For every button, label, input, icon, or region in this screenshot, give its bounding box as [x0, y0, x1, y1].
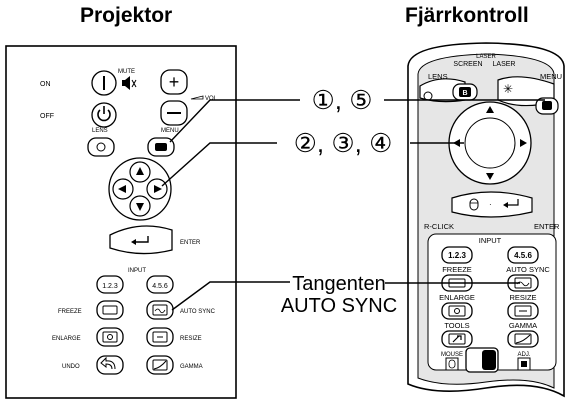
auto-sync-label: AUTO SYNC — [180, 309, 216, 315]
remote-gamma-button[interactable] — [507, 330, 539, 348]
freeze-icon — [102, 305, 118, 315]
remote-resize-label: RESIZE — [509, 293, 536, 302]
plus-icon: + — [169, 72, 180, 92]
callout-steps-1-5: ①, ⑤ — [311, 85, 372, 115]
remote-r-click-enter-bar[interactable] — [451, 191, 533, 218]
projector-dpad[interactable] — [108, 157, 172, 221]
off-label: OFF — [40, 113, 54, 120]
up-arrow-icon — [136, 167, 144, 175]
gamma-icon — [152, 359, 168, 371]
remote-up-arrow-icon — [486, 106, 494, 113]
callout-tangenten: Tangenten — [292, 273, 385, 295]
input-123-button[interactable] — [96, 275, 124, 294]
vol-label: VOL — [205, 96, 218, 102]
enlarge-button[interactable] — [96, 327, 124, 347]
undo-label: UNDO — [62, 364, 80, 370]
projector-panel: ON OFF MUTE + VOL LENS MENU — [5, 45, 237, 399]
lens-button[interactable] — [87, 137, 115, 157]
remote-tools-label: TOOLS — [444, 321, 469, 330]
remote-auto-sync-label: AUTO SYNC — [506, 265, 550, 274]
remote-top-laser-label: LASER — [476, 54, 496, 60]
remote-laser-label: LASER — [493, 61, 516, 68]
remote-input-123-label: 1.2.3 — [448, 251, 466, 260]
freeze-label: FREEZE — [58, 309, 82, 315]
laser-star-icon: ✳ — [503, 82, 513, 96]
remote-mouse-icon — [469, 198, 479, 211]
volume-up-button[interactable] — [160, 69, 188, 95]
callout-lines — [161, 99, 545, 311]
remote-control: LASER SCREEN LASER LENS MENU B ✳ · — [407, 42, 565, 398]
remote-enlarge-label: ENLARGE — [439, 293, 475, 302]
gamma-label: GAMMA — [180, 364, 203, 370]
resize-icon — [152, 331, 168, 343]
remote-mode-switch-knob — [482, 350, 496, 370]
callout-auto-sync: AUTO SYNC — [281, 295, 397, 317]
enlarge-icon — [102, 331, 118, 343]
remote-enlarge-button[interactable] — [441, 302, 473, 320]
remote-b-icon — [459, 87, 471, 97]
remote-lens-label: LENS — [428, 72, 448, 81]
remote-tools-icon — [448, 333, 466, 345]
remote-input-456-button[interactable] — [507, 246, 539, 264]
remote-tools-button[interactable] — [441, 330, 473, 348]
projector-heading: Projektor — [80, 4, 173, 27]
remote-down-arrow-icon — [486, 173, 494, 180]
auto-sync-icon — [152, 304, 168, 316]
remote-resize-icon — [514, 305, 532, 317]
off-button[interactable] — [91, 102, 117, 128]
input-456-button[interactable] — [146, 275, 174, 294]
remote-input-123-button[interactable] — [441, 246, 473, 264]
input-123-label: 1.2.3 — [102, 283, 118, 290]
remote-mouse-mode-icon — [445, 357, 459, 371]
remote-input-456-label: 4.5.6 — [514, 251, 532, 260]
remote-enter-label: ENTER — [534, 222, 560, 231]
undo-icon — [100, 356, 116, 370]
power-icon — [97, 106, 111, 122]
on-label: ON — [40, 81, 51, 88]
remote-dot-label: · — [489, 200, 492, 209]
auto-sync-button[interactable] — [146, 300, 174, 320]
remote-enlarge-icon — [448, 305, 466, 317]
remote-adj-label: ADJ. — [517, 352, 530, 358]
enter-label: ENTER — [180, 240, 201, 246]
remote-dpad[interactable] — [448, 101, 532, 185]
menu-icon — [155, 143, 167, 151]
right-arrow-icon — [154, 185, 162, 193]
remote-gamma-icon — [514, 333, 532, 345]
lens-icon — [96, 142, 106, 152]
remote-menu-label: MENU — [540, 72, 562, 81]
remote-screen-label: SCREEN — [453, 61, 482, 68]
remote-mouse-label: MOUSE — [441, 352, 463, 358]
remote-right-arrow-icon — [520, 139, 527, 147]
mute-label: MUTE — [118, 69, 135, 75]
remote-r-click-label: R-CLICK — [424, 222, 454, 231]
remote-input-label: INPUT — [479, 236, 502, 245]
input-456-label: 4.5.6 — [152, 283, 168, 290]
remote-freeze-label: FREEZE — [442, 265, 472, 274]
mute-icon — [122, 76, 137, 90]
gamma-button[interactable] — [146, 355, 174, 375]
volume-wedge-icon — [190, 95, 204, 100]
callout-steps-2-3-4: ②, ③, ④ — [294, 128, 393, 158]
remote-b-label: B — [462, 90, 467, 97]
remote-menu-icon — [542, 101, 552, 110]
enter-button[interactable] — [109, 225, 173, 255]
enlarge-label: ENLARGE — [52, 336, 81, 342]
left-arrow-icon — [118, 185, 126, 193]
resize-label: RESIZE — [180, 336, 202, 342]
freeze-button[interactable] — [96, 300, 124, 320]
input-label: INPUT — [128, 268, 146, 274]
remote-heading: Fjärrkontroll — [405, 4, 529, 27]
remote-enter-icon — [503, 199, 519, 208]
remote-gamma-label: GAMMA — [509, 321, 537, 330]
menu-label: MENU — [161, 128, 179, 134]
down-arrow-icon — [136, 203, 144, 211]
enter-icon — [131, 236, 149, 245]
lens-label: LENS — [92, 128, 108, 134]
